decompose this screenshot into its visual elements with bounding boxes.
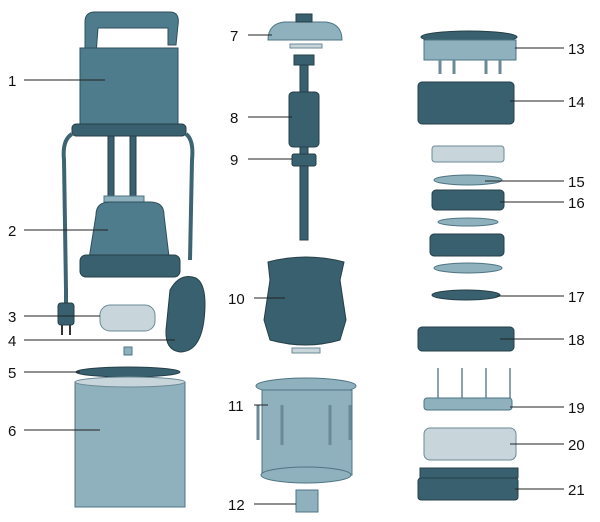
part-labels: 1 2 3 4 5 6 7 8 9 10 11 12 13 14 15 16 1…: [8, 28, 585, 514]
callout-lines: [24, 34, 564, 505]
label-4: 4: [8, 333, 16, 350]
label-5: 5: [8, 365, 16, 382]
label-17: 17: [568, 289, 585, 306]
part-3-capacitor: [57, 290, 156, 335]
part-17-ring: [431, 289, 501, 301]
part-9-bearing: [291, 153, 317, 167]
label-7: 7: [230, 28, 238, 45]
part-7-top-cap: [267, 13, 343, 49]
label-3: 3: [8, 309, 16, 326]
part-15-impeller: [433, 174, 503, 186]
part-8-rotor: [288, 54, 320, 241]
label-14: 14: [568, 94, 585, 111]
impeller-2: [437, 217, 499, 227]
label-21: 21: [568, 482, 585, 499]
part-16-diffuser: [431, 189, 505, 211]
impeller-disc: [431, 145, 505, 163]
part-2-motor-cover: [79, 201, 181, 278]
part-13-top-plate: [420, 30, 518, 74]
part-18-base-plate: [417, 326, 515, 352]
label-20: 20: [568, 437, 585, 454]
label-12: 12: [228, 497, 245, 514]
label-9: 9: [230, 152, 238, 169]
part-19-plate: [423, 368, 513, 411]
label-11: 11: [228, 398, 244, 415]
label-6: 6: [8, 423, 16, 440]
diffuser-2: [429, 233, 505, 257]
part-4-float-switch: [165, 276, 206, 353]
label-19: 19: [568, 400, 585, 417]
part-1-upper-housing: [61, 11, 195, 291]
part-12-outlet: [295, 489, 319, 513]
label-13: 13: [568, 41, 585, 58]
small-seal: [123, 346, 133, 356]
label-8: 8: [230, 110, 238, 127]
impeller-3: [433, 262, 503, 274]
label-16: 16: [568, 195, 585, 212]
label-1: 1: [8, 73, 16, 90]
part-6-outer-cylinder: [74, 376, 186, 508]
label-18: 18: [568, 332, 585, 349]
part-11-pump-housing: [255, 377, 357, 484]
part-14-motor-block: [417, 81, 515, 125]
part-21-foot: [417, 467, 519, 501]
label-15: 15: [568, 174, 585, 191]
label-10: 10: [228, 291, 245, 308]
part-10-stator: [263, 256, 347, 354]
part-20-strainer: [423, 427, 517, 461]
label-2: 2: [8, 223, 16, 240]
part-5-ring: [75, 366, 181, 378]
